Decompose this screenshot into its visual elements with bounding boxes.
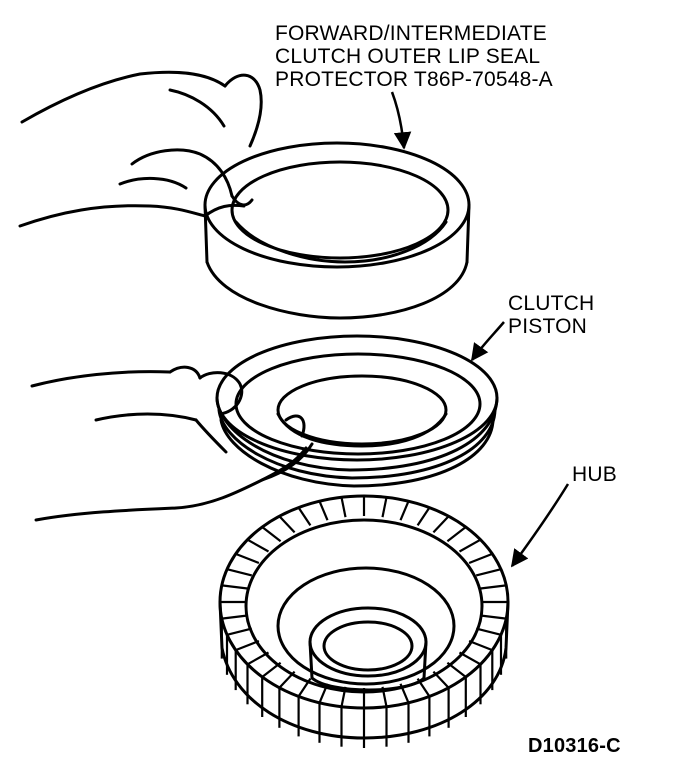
- seal-protector-ring: [203, 141, 471, 320]
- protector-callout-line-1: FORWARD/INTERMEDIATE: [275, 22, 547, 45]
- hub-spline-tooth: [340, 497, 347, 518]
- hub-spline-tooth: [278, 670, 296, 689]
- hub-spline-tooth: [381, 686, 388, 707]
- lower-hand: [30, 365, 314, 522]
- hub-spline-tooth: [221, 614, 248, 620]
- hub-spline-tooth: [399, 500, 410, 521]
- hub-spline-tooth: [446, 661, 467, 678]
- upper-hand: [18, 70, 263, 228]
- hub-callout: HUB: [572, 463, 617, 486]
- hub-spline-tooth: [480, 584, 507, 590]
- figure-code: D10316-C: [528, 735, 621, 757]
- hub-spline-tooth: [458, 538, 482, 553]
- hub-spline-tooth: [261, 661, 282, 678]
- protector-leader-arrow: [390, 91, 412, 150]
- piston-leader-arrow: [470, 321, 505, 362]
- hub-spline-tooth: [432, 515, 450, 534]
- hub-spline-tooth: [468, 639, 493, 652]
- piston-callout-line-1: CLUTCH: [508, 292, 595, 315]
- hub-spline-tooth: [446, 526, 467, 543]
- protector-callout-line-3: PROTECTOR T86P-70548-A: [275, 68, 553, 91]
- hub-spline-tooth: [246, 538, 270, 553]
- hub-spline-tooth: [297, 506, 312, 527]
- hub-spline-tooth: [340, 686, 347, 707]
- hub-spline-tooth: [318, 500, 329, 521]
- hub-spline-tooth: [297, 677, 312, 698]
- hub-spline-tooth: [221, 584, 248, 590]
- hub-spline-tooth: [246, 651, 270, 666]
- piston-callout: CLUTCH PISTON: [508, 292, 594, 338]
- hub-spline-tooth: [226, 568, 253, 577]
- hub-spline-tooth: [261, 526, 282, 543]
- hub-spline-tooth: [399, 683, 410, 704]
- hub-spline-tooth: [416, 677, 431, 698]
- piston-callout-line-2: PISTON: [508, 315, 587, 338]
- hub-spline-tooth: [480, 614, 507, 620]
- hub-spline-tooth: [235, 639, 260, 652]
- hub-spline-tooth: [468, 552, 493, 565]
- hub-spline-tooth: [381, 497, 388, 518]
- hub-spline-teeth: [220, 496, 508, 748]
- hub-spline-tooth: [318, 683, 329, 704]
- protector-callout-line-2: CLUTCH OUTER LIP SEAL: [275, 45, 541, 68]
- hub-spline-tooth: [416, 506, 431, 527]
- hub-spline-tooth: [278, 515, 296, 534]
- hub-spline-tooth: [475, 627, 502, 636]
- hub-spline-tooth: [475, 568, 502, 577]
- hub-spline-tooth: [458, 651, 482, 666]
- hub-spline-tooth: [226, 627, 253, 636]
- hub-spline-tooth: [235, 552, 260, 565]
- protector-callout: FORWARD/INTERMEDIATE CLUTCH OUTER LIP SE…: [275, 22, 553, 91]
- hub-leader-arrow: [510, 483, 570, 568]
- clutch-piston: [215, 334, 499, 488]
- hub-spline-tooth: [432, 670, 450, 689]
